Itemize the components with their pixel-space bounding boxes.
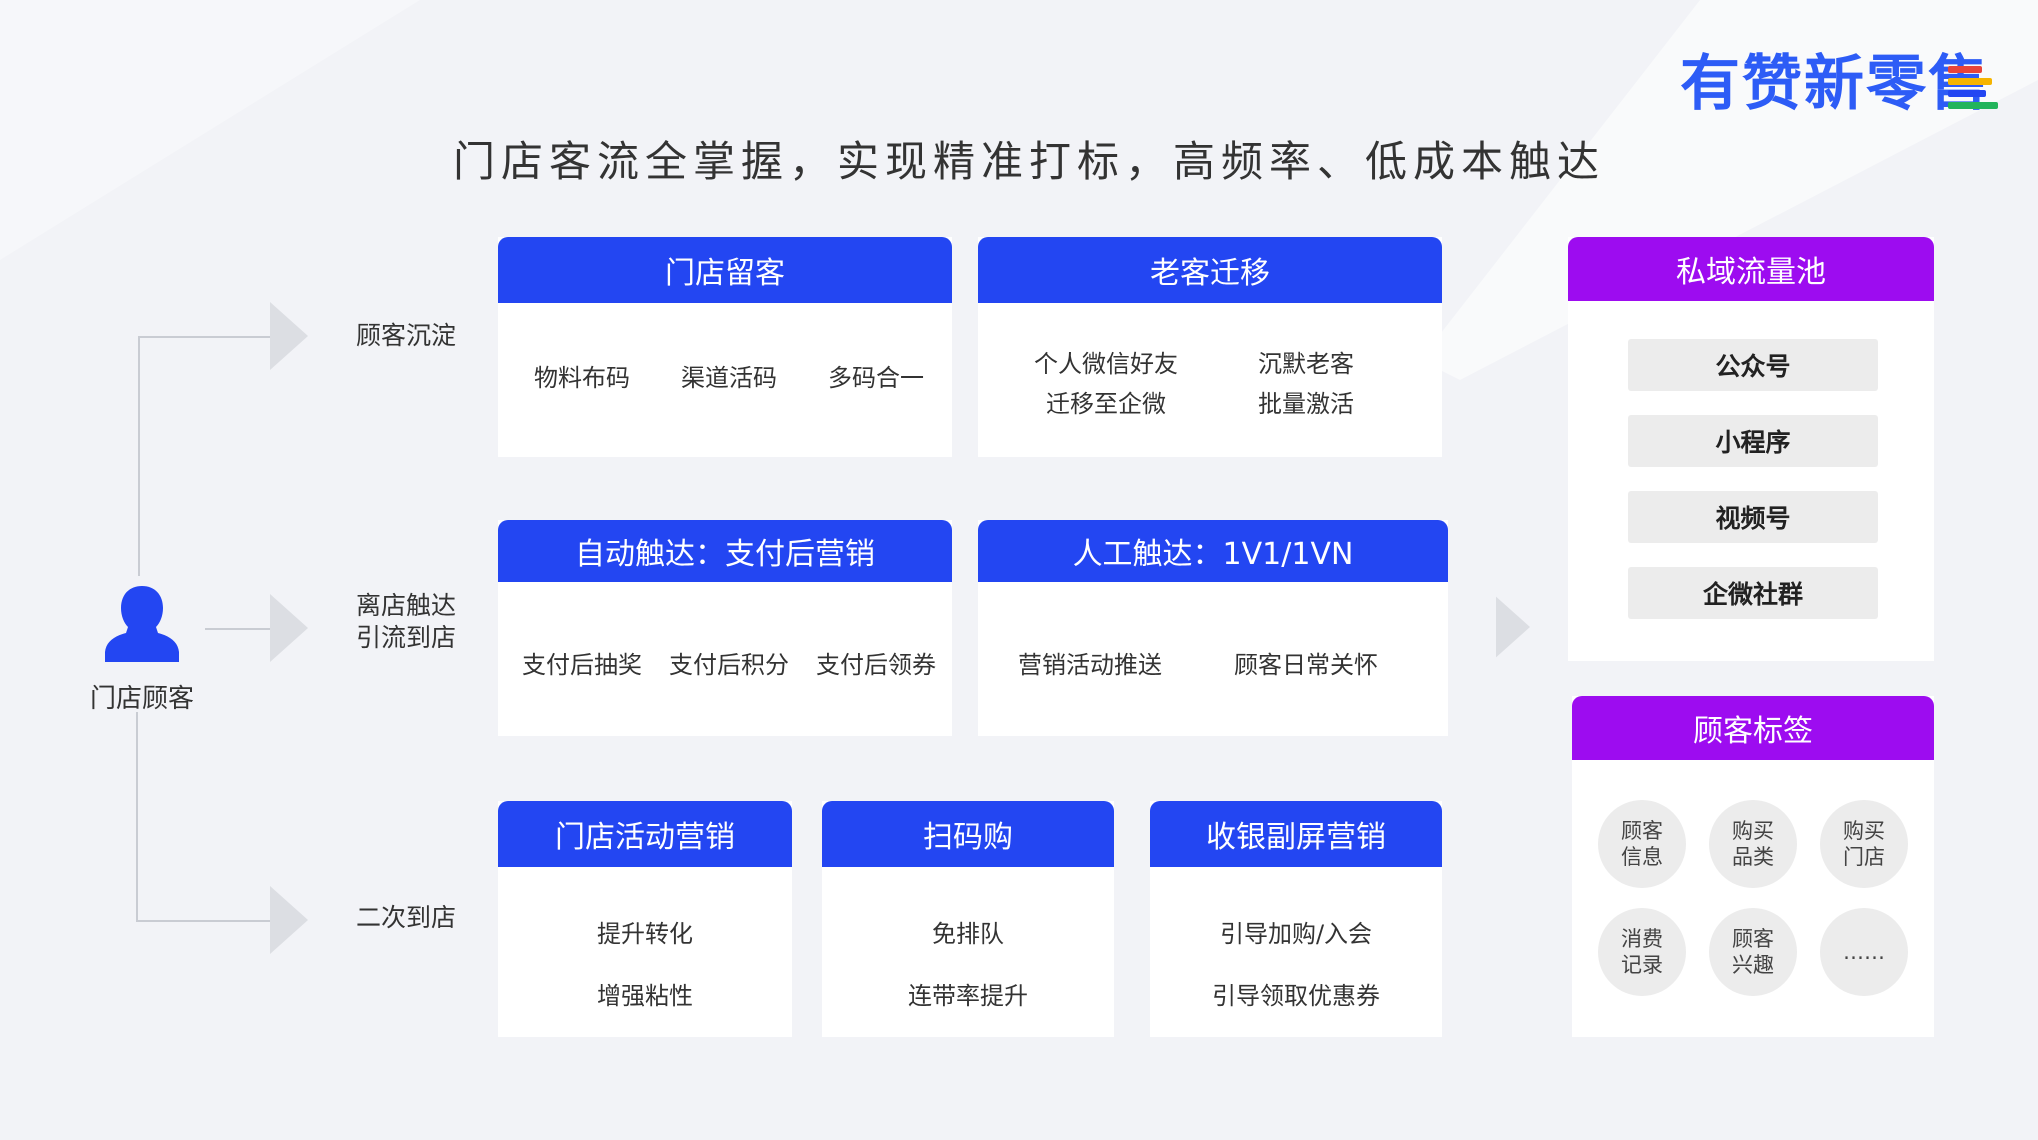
tag-purchase-category: 购买品类 <box>1709 800 1797 888</box>
tag-consumption-record: 消费记录 <box>1598 908 1686 996</box>
card-item: 渠道活码 <box>681 364 777 392</box>
tag-line: 消费 <box>1621 927 1663 951</box>
card-body: 免排队 连带率提升 <box>822 867 1114 1037</box>
card-scan-buy: 扫码购 免排队 连带率提升 <box>822 801 1114 1037</box>
card-item: 引导加购/入会 <box>1219 920 1373 948</box>
card-item: 增强粘性 <box>597 982 693 1010</box>
stage-label-line: 引流到店 <box>356 623 457 652</box>
tag-line: 记录 <box>1621 953 1663 977</box>
stage-label-line: 离店触达 <box>356 591 457 620</box>
card-private-pool: 私域流量池 公众号 小程序 视频号 企微社群 <box>1568 237 1934 661</box>
arrow-icon <box>270 594 308 662</box>
card-item: 支付后抽奖 <box>522 651 642 679</box>
stage-label-line: 二次到店 <box>356 903 457 932</box>
card-title: 自动触达：支付后营销 <box>498 520 952 582</box>
card-item: 支付后积分 <box>669 651 789 679</box>
arrow-icon <box>1496 596 1530 658</box>
stage-label-return: 二次到店 <box>356 902 456 934</box>
card-item: 批量激活 <box>1258 390 1354 418</box>
tag-line: 门店 <box>1843 845 1885 869</box>
card-item: 物料布码 <box>534 364 630 392</box>
logo-color-bars <box>1948 66 2000 114</box>
card-customer-tags: 顾客标签 顾客信息 购买品类 购买门店 消费记录 顾客兴趣 …… <box>1572 696 1934 1037</box>
card-item: 营销活动推送 <box>1018 651 1162 679</box>
card-item: 沉默老客 <box>1258 350 1354 378</box>
card-title: 收银副屏营销 <box>1150 801 1442 867</box>
card-title: 扫码购 <box>822 801 1114 867</box>
card-item: 迁移至企微 <box>1046 390 1166 418</box>
arrow-icon <box>270 302 308 370</box>
card-title: 门店活动营销 <box>498 801 792 867</box>
connector-top <box>138 336 270 338</box>
card-item: 多码合一 <box>828 364 924 392</box>
tag-more: …… <box>1820 908 1908 996</box>
card-title: 门店留客 <box>498 237 952 303</box>
logo-bar-yellow <box>1948 78 1992 85</box>
tag-purchase-store: 购买门店 <box>1820 800 1908 888</box>
pool-item-official-account: 公众号 <box>1628 339 1878 391</box>
logo-bar-blue <box>1948 90 1986 97</box>
page-title: 门店客流全掌握，实现精准打标，高频率、低成本触达 <box>452 137 1605 186</box>
card-body: 营销活动推送 顾客日常关怀 <box>978 586 1448 736</box>
card-store-activity: 门店活动营销 提升转化 增强粘性 <box>498 801 792 1037</box>
tag-line: 购买 <box>1843 819 1885 843</box>
tag-customer-interest: 顾客兴趣 <box>1709 908 1797 996</box>
brand-logo: 有赞新零售 <box>1680 44 1998 124</box>
tag-line: 信息 <box>1621 845 1663 869</box>
card-item: 免排队 <box>932 920 1004 948</box>
card-item: 个人微信好友 <box>1034 350 1178 378</box>
tag-line: 购买 <box>1732 819 1774 843</box>
connector-middle <box>205 628 270 630</box>
card-body: 支付后抽奖 支付后积分 支付后领券 <box>498 586 952 736</box>
card-item: 顾客日常关怀 <box>1234 651 1378 679</box>
card-title: 老客迁移 <box>978 237 1442 303</box>
tag-customer-info: 顾客信息 <box>1598 800 1686 888</box>
tag-line: 顾客 <box>1732 927 1774 951</box>
card-title: 私域流量池 <box>1568 237 1934 301</box>
tag-line: 顾客 <box>1621 819 1663 843</box>
card-body: 物料布码 渠道活码 多码合一 <box>498 303 952 457</box>
card-body: 个人微信好友 迁移至企微 沉默老客 批量激活 <box>978 303 1442 457</box>
customer-label: 门店顾客 <box>89 684 194 714</box>
card-title: 顾客标签 <box>1572 696 1934 760</box>
tag-line: 兴趣 <box>1732 953 1774 977</box>
card-store-retention: 门店留客 物料布码 渠道活码 多码合一 <box>498 237 952 457</box>
tag-line: …… <box>1843 940 1885 964</box>
pool-item-wecom-group: 企微社群 <box>1628 567 1878 619</box>
tag-line: 品类 <box>1732 845 1774 869</box>
card-item: 连带率提升 <box>908 982 1028 1010</box>
stage-label-reach: 离店触达 引流到店 <box>356 590 456 654</box>
person-icon <box>105 586 179 662</box>
connector-bottom <box>136 920 270 922</box>
logo-text: 有赞新零售 <box>1680 49 1990 119</box>
card-body: 提升转化 增强粘性 <box>498 867 792 1037</box>
arrow-icon <box>270 886 308 954</box>
pool-item-mini-program: 小程序 <box>1628 415 1878 467</box>
card-item: 引导领取优惠券 <box>1212 982 1380 1010</box>
logo-bar-red <box>1948 66 1982 73</box>
card-item: 提升转化 <box>597 920 693 948</box>
card-item: 支付后领券 <box>816 651 936 679</box>
card-manual-reach: 人工触达：1V1/1VN 营销活动推送 顾客日常关怀 <box>978 520 1448 736</box>
card-body: 引导加购/入会 引导领取优惠券 <box>1150 867 1442 1037</box>
connector-vertical-lower <box>136 712 138 922</box>
card-title: 人工触达：1V1/1VN <box>978 520 1448 582</box>
stage-label-line: 顾客沉淀 <box>356 321 457 350</box>
card-cashier-screen: 收银副屏营销 引导加购/入会 引导领取优惠券 <box>1150 801 1442 1037</box>
logo-bar-green <box>1948 102 1998 109</box>
card-auto-reach: 自动触达：支付后营销 支付后抽奖 支付后积分 支付后领券 <box>498 520 952 736</box>
pool-item-video-account: 视频号 <box>1628 491 1878 543</box>
connector-vertical <box>138 336 140 576</box>
stage-label-settle: 顾客沉淀 <box>356 320 456 352</box>
card-old-customer-migration: 老客迁移 个人微信好友 迁移至企微 沉默老客 批量激活 <box>978 237 1442 457</box>
